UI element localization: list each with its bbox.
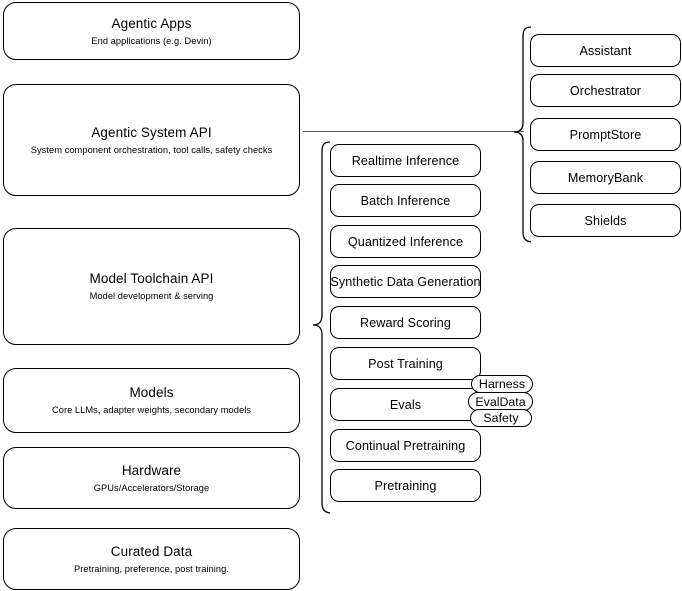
layer-title: Hardware [121,462,182,478]
layer-title: Agentic Apps [111,15,192,31]
component-evals[interactable]: Evals [330,388,481,421]
agentic-component-label: MemoryBank [567,170,644,185]
component-label: Realtime Inference [351,153,460,168]
component-label: Evals [389,397,422,412]
layer-subtitle: Model development & serving [89,291,214,301]
component-label: Pretraining [374,478,437,493]
component-label: Batch Inference [360,193,451,208]
agentic-component-assistant[interactable]: Assistant [530,34,681,67]
agentic-component-label: Orchestrator [569,83,642,98]
layer-subtitle: Pretraining, preference, post training. [74,563,229,574]
agentic-component-label: PromptStore [569,127,642,142]
component-synthetic-data-generation[interactable]: Synthetic Data Generation [330,265,481,298]
agentic-component-label: Shields [584,213,627,228]
layer-title: Models [129,385,174,400]
layer-model-toolchain-api[interactable]: Model Toolchain API Model development & … [3,228,300,345]
badge-safety[interactable]: Safety [470,409,532,427]
layer-title: Curated Data [110,543,193,559]
layer-title: Agentic System API [91,124,212,140]
badge-label: Safety [483,411,519,425]
component-pretraining[interactable]: Pretraining [330,469,481,502]
component-label: Post Training [368,356,443,371]
agentic-component-orchestrator[interactable]: Orchestrator [530,74,681,107]
component-continual-pretraining[interactable]: Continual Pretraining [330,429,481,462]
badge-label: EvalData [475,394,526,409]
layer-agentic-system-api[interactable]: Agentic System API System component orch… [3,84,300,196]
agentic-component-shields[interactable]: Shields [530,204,681,237]
component-post-training[interactable]: Post Training [330,347,481,380]
component-label: Reward Scoring [360,315,451,330]
connector-agentic-system-to-components [303,131,524,132]
brace-model-toolchain [312,141,331,514]
layer-hardware[interactable]: Hardware GPUs/Accelerators/Storage [3,447,300,509]
component-batch-inference[interactable]: Batch Inference [330,184,481,217]
component-reward-scoring[interactable]: Reward Scoring [330,306,481,339]
layer-subtitle: System component orchestration, tool cal… [30,144,273,155]
layer-subtitle: Core LLMs, adapter weights, secondary mo… [51,405,252,415]
layer-models[interactable]: Models Core LLMs, adapter weights, secon… [3,368,300,433]
agentic-component-label: Assistant [579,43,632,58]
component-realtime-inference[interactable]: Realtime Inference [330,144,481,177]
layer-subtitle: End applications (e.g. Devin) [91,35,212,46]
badge-harness[interactable]: Harness [471,375,533,393]
layer-agentic-apps[interactable]: Agentic Apps End applications (e.g. Devi… [3,2,300,60]
component-quantized-inference[interactable]: Quantized Inference [330,225,481,258]
badge-label: Harness [478,377,526,391]
component-label: Synthetic Data Generation [330,274,481,289]
component-label: Continual Pretraining [345,438,466,453]
layer-curated-data[interactable]: Curated Data Pretraining, preference, po… [3,528,300,590]
component-label: Quantized Inference [347,234,464,249]
layer-title: Model Toolchain API [89,271,214,286]
agentic-component-memorybank[interactable]: MemoryBank [530,161,681,194]
layer-subtitle: GPUs/Accelerators/Storage [93,482,210,493]
agentic-component-promptstore[interactable]: PromptStore [530,118,681,151]
